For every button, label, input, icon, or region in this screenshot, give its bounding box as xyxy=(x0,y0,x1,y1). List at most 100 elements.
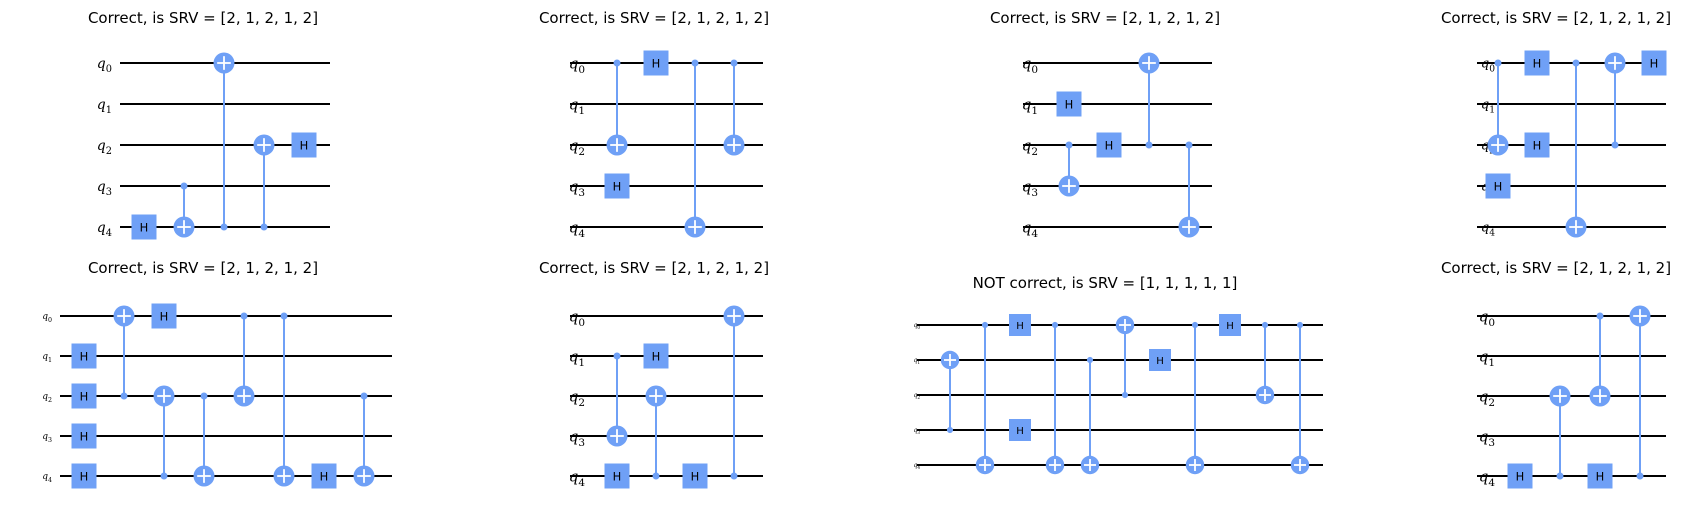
h-gate xyxy=(71,423,97,449)
cnot-control-dot xyxy=(180,182,188,190)
circuit-panel-3: Correct, is SRV = [2, 1, 2, 1, 2]q0q1q2q… xyxy=(990,9,1220,240)
cnot-control-dot xyxy=(652,472,660,480)
qubit-label: q2 xyxy=(1022,136,1038,158)
qubit-label: q0 xyxy=(569,307,585,329)
circuit-panel-5: Correct, is SRV = [2, 1, 2, 1, 2] q0 q1 q2 q… xyxy=(42,259,392,489)
qubit-label: q4 xyxy=(1022,218,1039,240)
qubit-label: q1 xyxy=(913,357,920,365)
h-gate-label: H xyxy=(691,470,700,484)
h-gate-label: H xyxy=(140,221,149,235)
h-gate-label: H xyxy=(1105,139,1114,153)
h-gate xyxy=(1485,173,1511,199)
h-gate-label: H xyxy=(1494,180,1503,194)
panel-title: Correct, is SRV = [2, 1, 2, 1, 2] xyxy=(88,9,318,27)
qubit-label: q4 xyxy=(42,472,52,484)
cnot-control-dot xyxy=(160,472,168,480)
h-gate xyxy=(71,343,97,369)
cnot-control-dot xyxy=(1494,59,1502,67)
qubit-label: q1 xyxy=(569,95,585,117)
h-gate-label: H xyxy=(1533,57,1542,71)
qubit-label: q1 xyxy=(1481,98,1495,116)
h-gate-label: H xyxy=(1533,139,1542,153)
h-gate xyxy=(291,132,317,158)
h-gate xyxy=(643,50,669,76)
h-gate xyxy=(311,463,337,489)
qubit-label: q0 xyxy=(913,322,920,330)
cnot-control-dot xyxy=(1086,356,1094,364)
cnot-control-dot xyxy=(1121,391,1129,399)
qubit-label: q4 xyxy=(569,467,586,489)
qubit-label: q3 xyxy=(97,179,112,198)
cnot-control-dot xyxy=(1556,472,1564,480)
h-gate xyxy=(1524,132,1550,158)
h-gate xyxy=(1009,314,1031,336)
panel-title: Correct, is SRV = [2, 1, 2, 1, 2] xyxy=(539,259,769,277)
cnot-control-dot xyxy=(1296,321,1304,329)
cnot-control-dot xyxy=(200,392,208,400)
panel-title: NOT correct, is SRV = [1, 1, 1, 1, 1] xyxy=(973,274,1238,292)
qubit-label: q0 xyxy=(97,56,112,75)
panel-title: Correct, is SRV = [2, 1, 2, 1, 2] xyxy=(990,9,1220,27)
qubit-label: q0 xyxy=(42,312,52,324)
cnot-control-dot xyxy=(1261,321,1269,329)
cnot-control-dot xyxy=(1145,141,1153,149)
qubit-label: q4 xyxy=(913,462,920,470)
cnot-control-dot xyxy=(280,312,288,320)
qubit-label: q3 xyxy=(1022,177,1038,199)
h-gate-label: H xyxy=(1650,57,1659,71)
h-gate xyxy=(71,383,97,409)
qubit-label: q3 xyxy=(569,177,585,199)
cnot-control-dot xyxy=(1185,141,1193,149)
cnot-control-dot xyxy=(613,352,621,360)
h-gate-label: H xyxy=(1016,321,1024,332)
h-gate-label: H xyxy=(1226,321,1234,332)
cnot-control-dot xyxy=(120,392,128,400)
qubit-label: q2 xyxy=(1479,387,1495,409)
qubit-label: q3 xyxy=(1479,427,1495,449)
qubit-label: q1 xyxy=(42,352,52,364)
h-gate-label: H xyxy=(160,310,169,324)
cnot-control-dot xyxy=(360,392,368,400)
qubit-label: q2 xyxy=(569,136,585,158)
qubit-label: q2 xyxy=(569,387,585,409)
h-gate-label: H xyxy=(1156,356,1164,367)
qubit-label: q3 xyxy=(42,432,52,444)
h-gate xyxy=(604,173,630,199)
h-gate-label: H xyxy=(80,430,89,444)
h-gate xyxy=(682,463,708,489)
h-gate-label: H xyxy=(80,470,89,484)
h-gate-label: H xyxy=(80,350,89,364)
qubit-label: q1 xyxy=(1479,347,1495,369)
cnot-control-dot xyxy=(1051,321,1059,329)
qubit-label: q2 xyxy=(42,392,52,404)
qubit-label: q0 xyxy=(1481,57,1495,75)
circuit-panel-6: Correct, is SRV = [2, 1, 2, 1, 2]q0q1q2q… xyxy=(539,259,769,489)
panel-title: Correct, is SRV = [2, 1, 2, 1, 2] xyxy=(1441,9,1671,27)
h-gate xyxy=(71,463,97,489)
panel-title: Correct, is SRV = [2, 1, 2, 1, 2] xyxy=(88,259,318,277)
qubit-label: q1 xyxy=(97,97,112,116)
h-gate-label: H xyxy=(1016,426,1024,437)
h-gate xyxy=(643,343,669,369)
h-gate-label: H xyxy=(613,180,622,194)
qubit-label: q0 xyxy=(1479,307,1495,329)
qubit-label: q0 xyxy=(1022,54,1038,76)
h-gate-label: H xyxy=(300,139,309,153)
h-gate xyxy=(151,303,177,329)
circuit-panel-2: Correct, is SRV = [2, 1, 2, 1, 2]q0q1q2q… xyxy=(539,9,769,240)
h-gate xyxy=(1149,349,1171,371)
h-gate xyxy=(1056,91,1082,117)
cnot-control-dot xyxy=(981,321,989,329)
qubit-label: q0 xyxy=(569,54,585,76)
h-gate xyxy=(1587,463,1613,489)
cnot-control-dot xyxy=(730,59,738,67)
cnot-control-dot xyxy=(1611,141,1619,149)
h-gate-label: H xyxy=(652,350,661,364)
qubit-label: q4 xyxy=(569,218,586,240)
h-gate xyxy=(131,214,157,240)
cnot-control-dot xyxy=(613,59,621,67)
h-gate xyxy=(1096,132,1122,158)
circuit-panel-8: Correct, is SRV = [2, 1, 2, 1, 2]q0q1q2q… xyxy=(1441,259,1671,489)
qubit-label: q3 xyxy=(913,427,920,435)
